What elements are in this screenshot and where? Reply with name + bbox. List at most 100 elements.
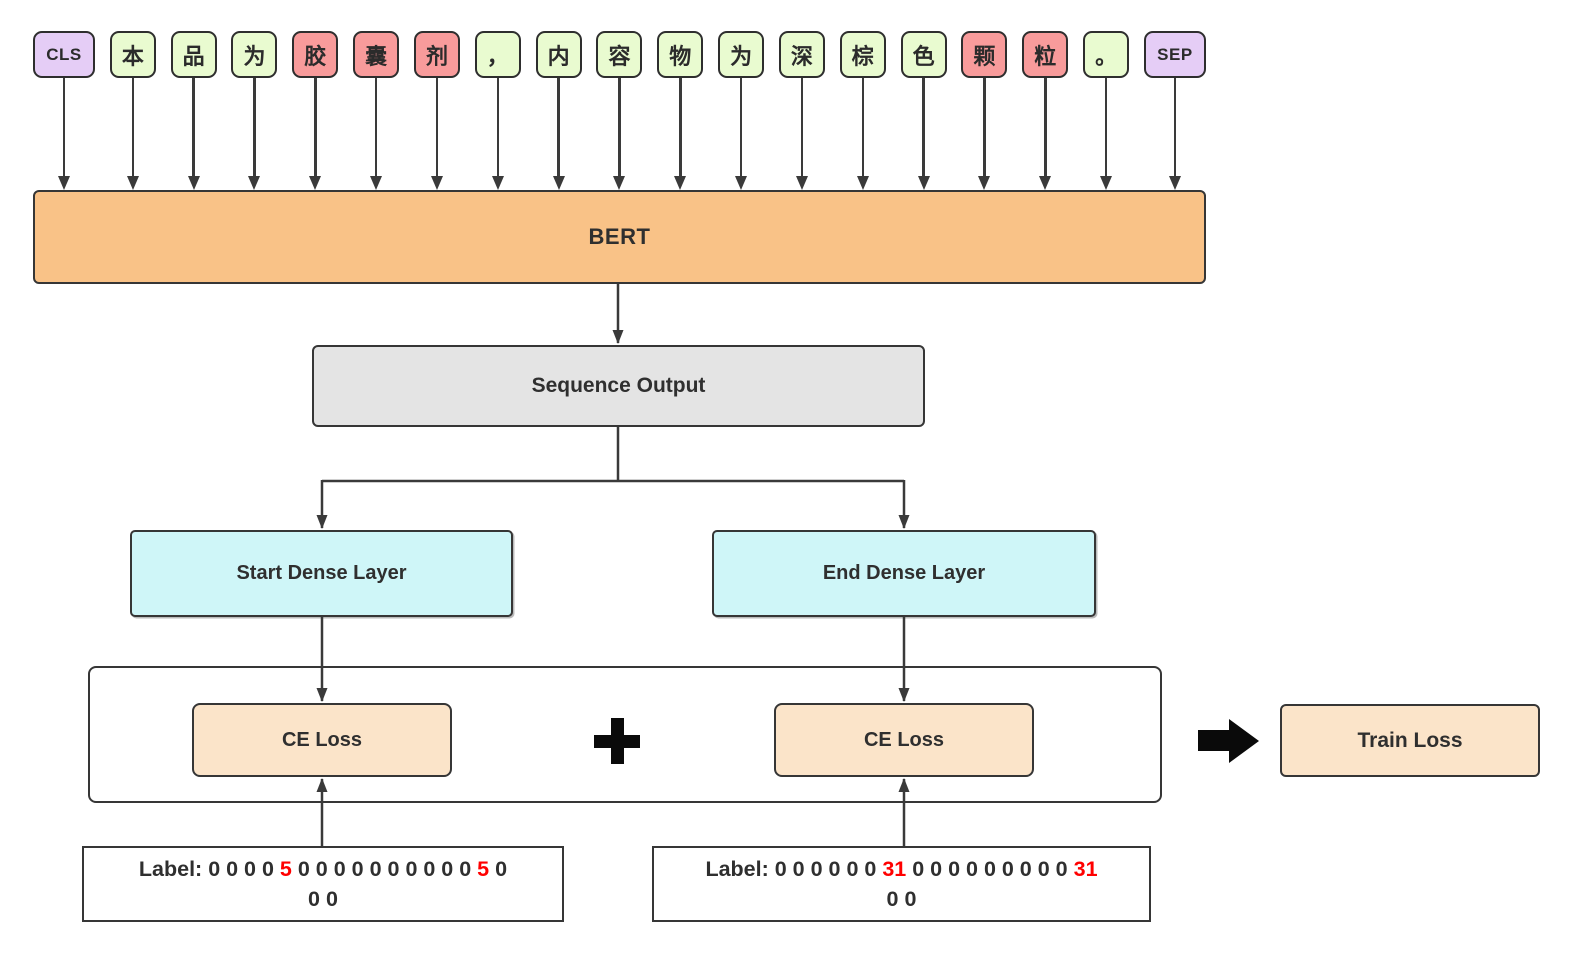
token-arrow-head-icon [1168,176,1181,190]
token-cell-11: 为 [718,31,765,190]
token-arrow-line [1044,78,1047,176]
label-text: Label: 0 0 0 0 0 0 [705,857,883,881]
label-highlight-value: 5 [477,857,490,881]
plus-operator-icon [594,718,640,764]
token-arrow-head-icon [978,176,991,190]
token-box-2: 品 [170,31,217,78]
token-cell-12: 深 [778,31,825,190]
start-dense-layer-box: Start Dense Layer [130,530,513,617]
token-arrow-line [131,78,135,176]
token-arrow-head-icon [552,176,565,190]
token-arrow-head-icon [126,176,139,190]
token-arrow-line [861,78,865,176]
token-cell-5: 囊 [353,31,400,190]
token-cell-8: 内 [535,31,582,190]
right-block-arrow-icon [1198,718,1259,763]
token-box-10: 物 [657,31,704,78]
token-arrow-line [679,78,682,176]
token-cell-18: SEP [1143,31,1206,190]
token-box-16: 粒 [1022,31,1069,78]
token-cell-4: 胶 [292,31,339,190]
label-text: 0 0 0 0 0 0 0 0 0 0 [291,857,478,881]
token-box-9: 容 [596,31,643,78]
ce-loss-end-label: CE Loss [863,728,945,751]
train-loss-box: Train Loss [1280,704,1540,777]
label-highlight-value: 31 [1073,857,1098,881]
token-cell-9: 容 [596,31,643,190]
ce-loss-start-box: CE Loss [192,703,452,777]
start-label-line2: 0 0 [308,887,338,911]
token-arrow-head-icon [187,176,200,190]
token-box-11: 为 [718,31,765,78]
token-cell-13: 棕 [839,31,886,190]
loss-group-container [88,666,1162,803]
token-arrow-head-icon [309,176,322,190]
bert-box: BERT [33,190,1206,284]
token-cell-17: 。 [1083,31,1130,190]
token-cell-1: 本 [109,31,156,190]
ce-loss-start-label: CE Loss [281,728,363,751]
token-arrow-head-icon [917,176,930,190]
token-box-18: SEP [1143,31,1206,78]
end-label-line1: Label: 0 0 0 0 0 0 31 0 0 0 0 0 0 0 0 0 … [705,854,1097,884]
token-arrow-line [192,78,195,176]
token-arrow-line [618,78,621,176]
token-cell-6: 剂 [413,31,460,190]
end-dense-layer-box: End Dense Layer [712,530,1096,617]
token-cell-2: 品 [170,31,217,190]
token-arrow-head-icon [58,176,70,190]
start-label-line1: Label: 0 0 0 0 5 0 0 0 0 0 0 0 0 0 0 5 0 [139,854,507,884]
token-box-14: 色 [900,31,947,78]
token-box-3: 为 [231,31,278,78]
token-arrow-head-icon [613,176,626,190]
sequence-output-box: Sequence Output [312,345,925,427]
end-label-line2: 0 0 [886,887,917,911]
token-cell-7: ， [474,31,521,190]
token-box-5: 囊 [353,31,400,78]
token-box-1: 本 [109,31,156,78]
token-box-4: 胶 [292,31,339,78]
token-arrow-line [557,78,560,176]
start-label-box: Label: 0 0 0 0 5 0 0 0 0 0 0 0 0 0 0 5 0… [82,846,564,922]
token-arrow-head-icon [674,176,687,190]
token-cell-3: 为 [231,31,278,190]
token-arrow-head-icon [370,176,383,190]
token-arrow-head-icon [1100,176,1113,190]
token-box-12: 深 [778,31,825,78]
token-arrow-head-icon [1039,176,1052,190]
token-arrow-head-icon [430,176,443,190]
token-arrow-line [800,78,804,176]
token-arrow-line [435,78,439,176]
ce-loss-end-box: CE Loss [774,703,1034,777]
token-arrow-line [62,78,66,176]
token-box-17: 。 [1083,31,1130,78]
label-highlight-value: 31 [882,857,907,881]
train-loss-label: Train Loss [1357,728,1463,752]
right-block-arrow-shaft [1198,730,1229,751]
token-cell-15: 颗 [961,31,1008,190]
token-box-8: 内 [535,31,582,78]
bert-label: BERT [588,224,651,249]
token-arrow-line [739,78,743,176]
label-text: Label: 0 0 0 0 [138,857,280,881]
label-text: 0 0 0 0 0 0 0 0 0 [906,857,1074,881]
token-box-0: CLS [33,31,95,78]
end-label-box: Label: 0 0 0 0 0 0 31 0 0 0 0 0 0 0 0 0 … [652,846,1151,922]
token-arrow-line [253,78,256,176]
token-arrow-head-icon [491,176,504,190]
token-arrow-line [314,78,317,176]
start-dense-layer-label: Start Dense Layer [236,562,407,584]
token-arrow-head-icon [248,176,261,190]
token-cell-16: 粒 [1022,31,1069,190]
token-cell-10: 物 [657,31,704,190]
label-highlight-value: 5 [279,857,292,881]
label-text: 0 [489,857,508,881]
token-box-13: 棕 [839,31,886,78]
token-box-6: 剂 [413,31,460,78]
right-block-arrow-head [1229,718,1259,763]
token-arrow-line [496,78,500,176]
sequence-output-label: Sequence Output [531,374,706,397]
